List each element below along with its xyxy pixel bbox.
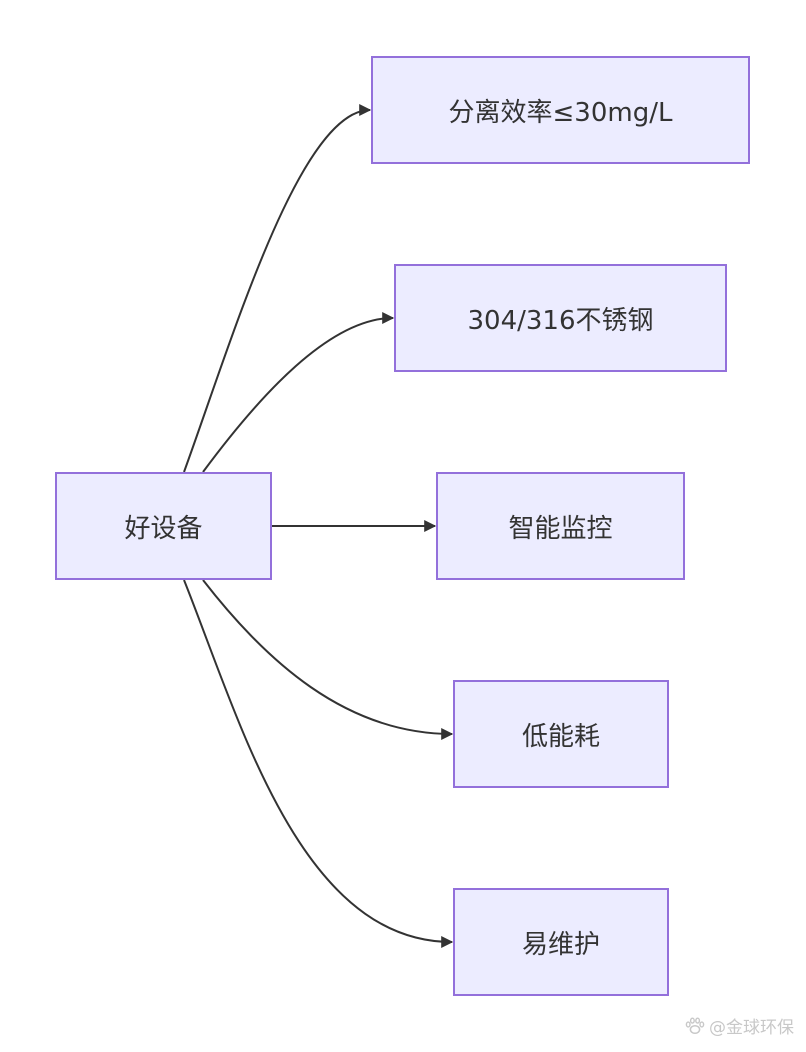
node-label: 分离效率≤30mg/L [448,97,673,128]
edge-root-to-stainless-steel [202,312,395,473]
node-label: 304/316不锈钢 [467,305,654,336]
edge-root-to-low-energy [202,579,454,740]
node-easy-maintenance: 易维护 [453,888,669,996]
node-low-energy: 低能耗 [453,680,669,788]
node-label: 智能监控 [508,513,613,544]
node-smart-monitoring: 智能监控 [436,472,685,580]
paw-icon [685,1016,705,1035]
watermark: @金球环保 [685,1013,794,1038]
node-stainless-steel: 304/316不锈钢 [394,264,727,372]
edge-root-to-easy-maintenance [183,579,454,948]
node-separation-efficiency: 分离效率≤30mg/L [371,56,750,164]
node-label: 好设备 [124,513,203,544]
node-good-equipment: 好设备 [55,472,272,580]
node-label: 低能耗 [521,721,600,752]
edge-root-to-separation-efficiency [183,104,372,473]
watermark-text: @金球环保 [709,1018,794,1038]
node-label: 易维护 [521,929,600,960]
